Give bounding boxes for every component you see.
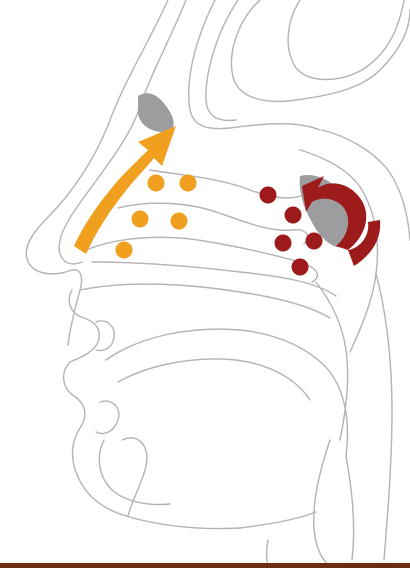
epiglottis (314, 440, 330, 566)
tongue-underside (118, 359, 310, 400)
retronasal-odor-molecule (275, 235, 292, 252)
tongue-dorsum (106, 329, 347, 456)
chin-outline (76, 472, 240, 529)
orthonasal-odor-molecule (132, 211, 149, 228)
larynx-outline (346, 456, 354, 560)
head-cross-section-outline (26, 0, 410, 566)
chin-inner (99, 440, 170, 504)
retronasal-odor-molecule (306, 233, 323, 250)
cranium-curve-3 (288, 0, 404, 80)
orthonasal-odor-molecule (116, 242, 133, 259)
orthonasal-odor-molecule (148, 175, 165, 192)
hard-palate (80, 284, 330, 318)
retronasal-odor-molecule (285, 207, 302, 224)
soft-palate (316, 282, 348, 440)
olfactory-epithelium-front (138, 93, 174, 132)
superior-turbinate (150, 170, 300, 198)
lower-teeth (96, 401, 119, 433)
retronasal-odor-molecule (260, 187, 277, 204)
orthonasal-odor-molecule (171, 213, 188, 230)
mandible-inner (122, 438, 147, 516)
nose-profile-outer (26, 0, 168, 345)
hyoid-line (240, 512, 316, 528)
posterior-pharynx (376, 274, 392, 560)
upper-lip (69, 290, 99, 362)
orthonasal-odor-molecule (180, 175, 197, 192)
bottom-border-bar (0, 563, 410, 568)
retronasal-odor-molecule (292, 259, 309, 276)
lower-lip (64, 362, 85, 472)
cranium-curve-4 (206, 0, 238, 120)
